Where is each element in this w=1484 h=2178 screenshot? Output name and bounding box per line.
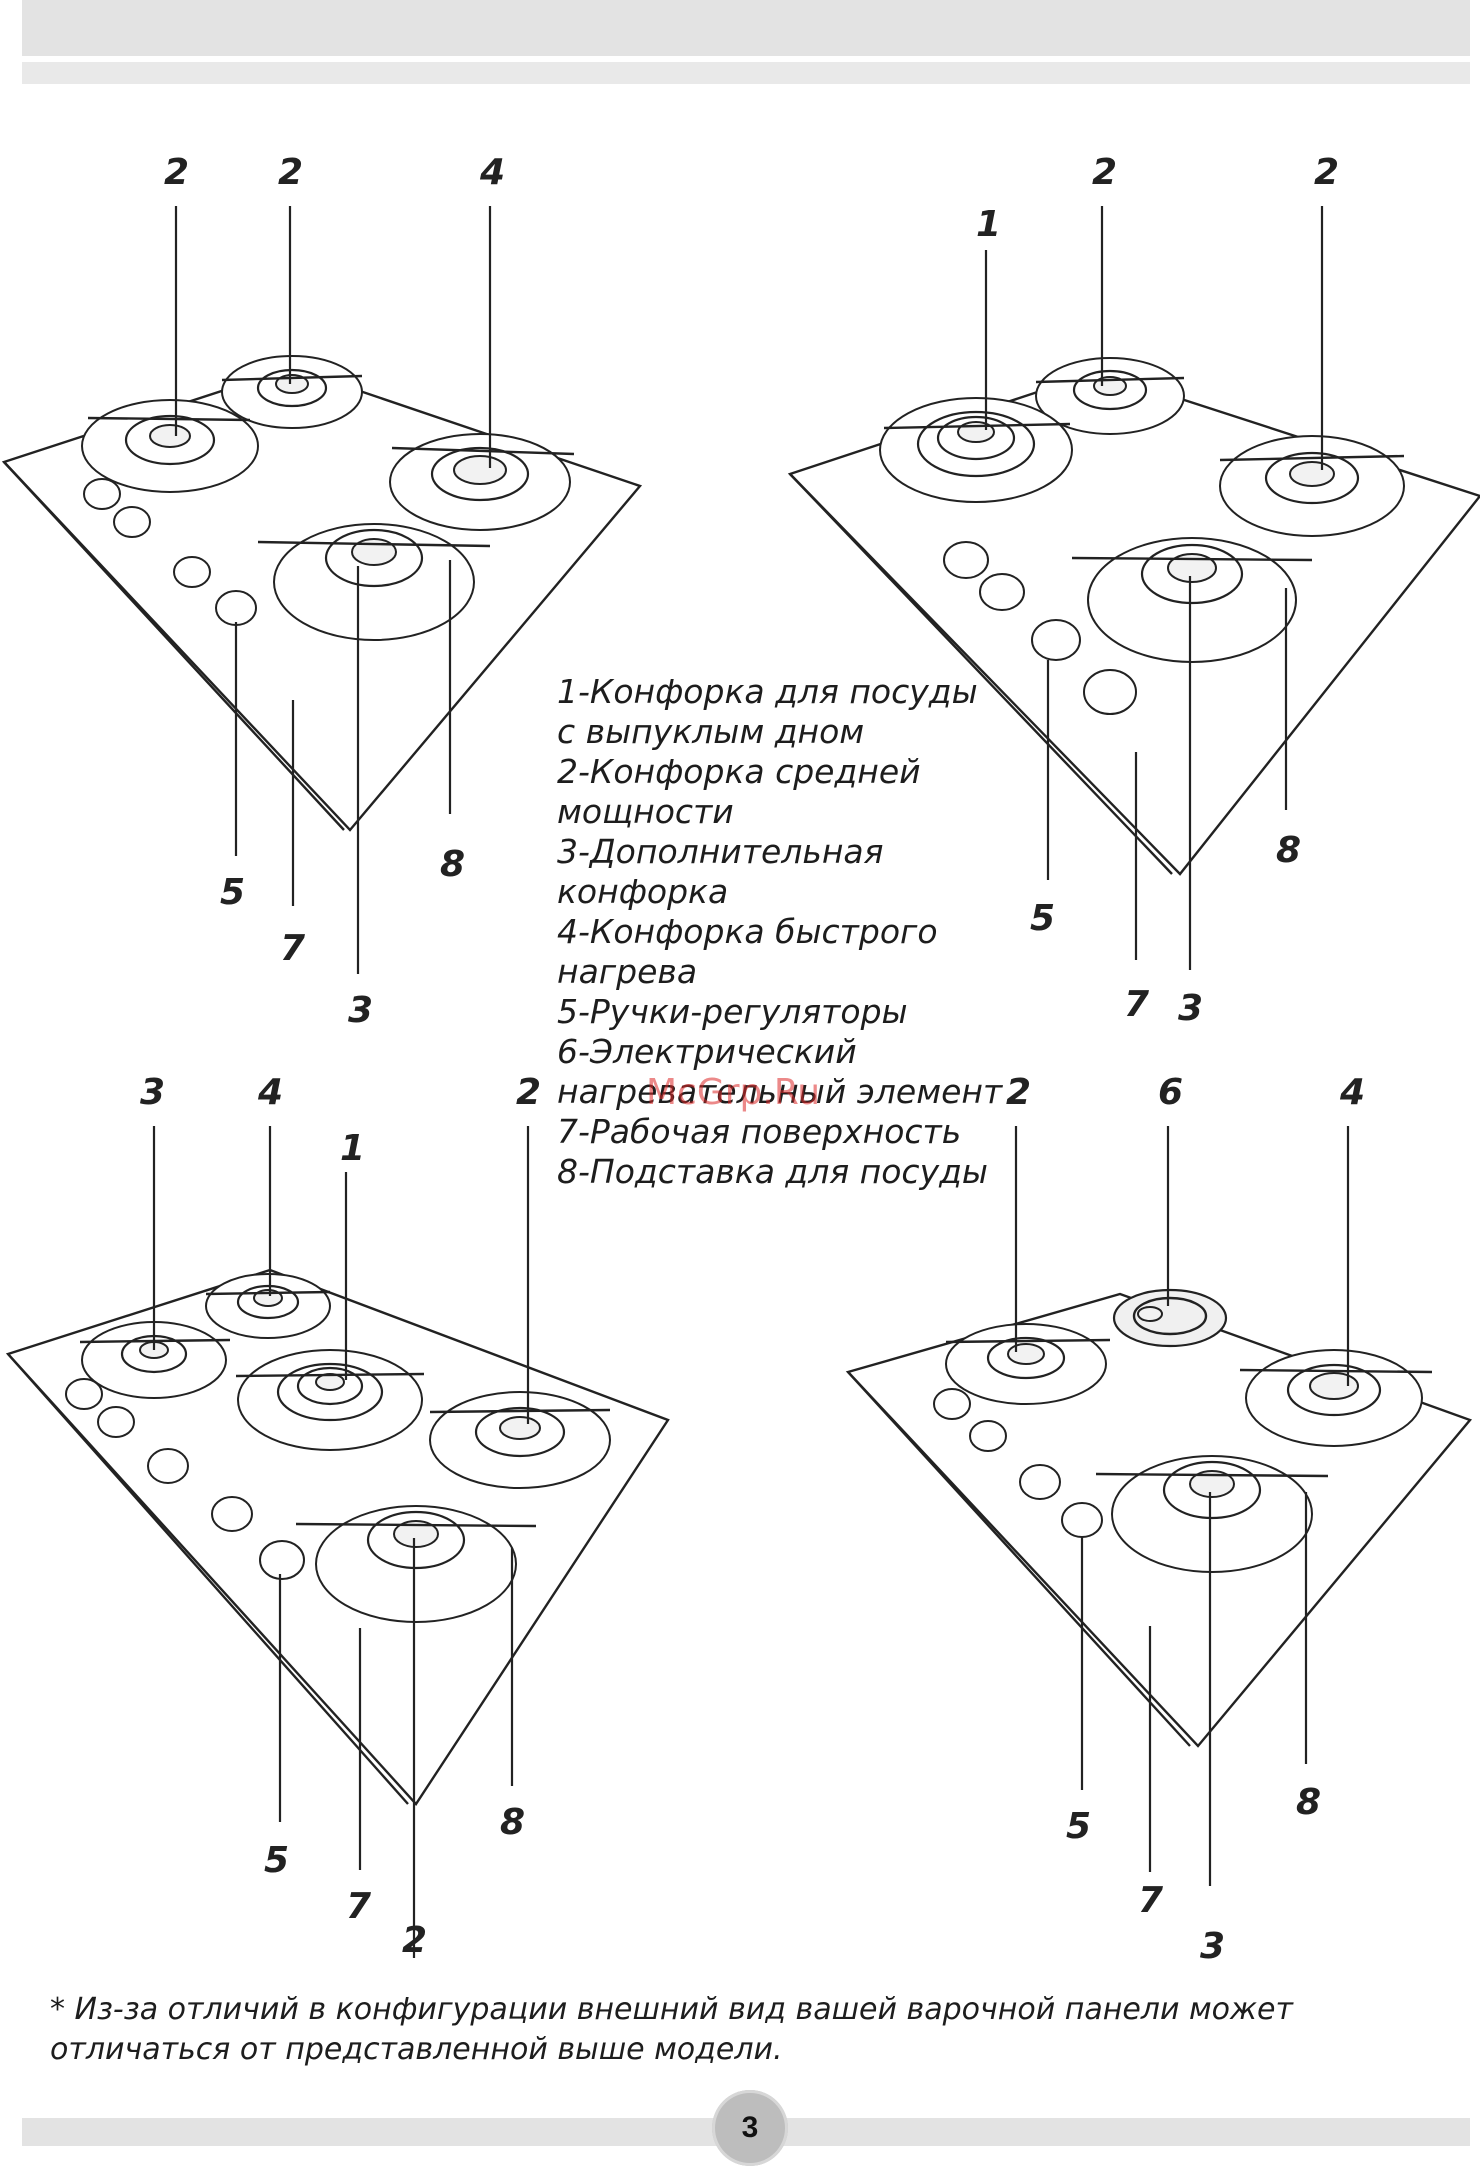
label: 5 [220, 872, 245, 913]
electric-element-6 [1112, 1288, 1228, 1348]
legend-line: 8-Подставка для посуды [557, 1152, 988, 1191]
burner-2-right [429, 1391, 611, 1489]
label: 2 [164, 152, 189, 193]
page-number: 3 [712, 2090, 788, 2166]
label: 8 [500, 1802, 525, 1843]
legend-line: нагревательный элемент [557, 1072, 1003, 1111]
legend-line: 2-Конфорка средней [557, 752, 921, 791]
burner-2-back [1035, 357, 1185, 435]
hob-surface [1, 366, 643, 832]
label: 4 [479, 152, 505, 193]
knobs [83, 478, 257, 626]
burner-1 [235, 1349, 425, 1451]
burner-2-left [945, 1323, 1111, 1405]
burner-4 [1239, 1349, 1433, 1447]
diagram-top-left: 2 2 4 5 7 8 3 [0, 140, 660, 1040]
burner-3 [1071, 537, 1313, 663]
label: 2 [402, 1920, 427, 1961]
legend-line: 1-Конфорка для посуды [557, 672, 978, 711]
label: 2 [278, 152, 303, 193]
label: 1 [976, 204, 1001, 245]
burner-3 [1095, 1455, 1329, 1573]
footnote-line-2: отличаться от представленной выше модели… [50, 2032, 783, 2067]
burner-3 [257, 523, 491, 641]
label: 3 [1178, 988, 1203, 1029]
legend-line: 5-Ручки-регуляторы [557, 992, 908, 1031]
legend-line: 4-Конфорка быстрого [557, 912, 938, 951]
header-bar-stripe [22, 62, 1470, 84]
label: 4 [257, 1072, 283, 1113]
burner-2-front [295, 1505, 537, 1623]
label: 2 [1314, 152, 1339, 193]
label: 7 [1124, 984, 1149, 1025]
diagram-bottom-right: 2 6 4 5 8 7 3 [820, 1060, 1480, 1960]
legend-line: 6-Электрический [557, 1032, 857, 1071]
diagram-bottom-left-extra: 2 [402, 1920, 427, 1961]
legend-line: нагрева [557, 952, 698, 991]
legend-line: мощности [557, 792, 734, 831]
burner-4 [389, 433, 575, 531]
legend-line: конфорка [557, 872, 729, 911]
burner-1 [879, 397, 1073, 503]
burner-2-right [1219, 435, 1405, 537]
header-bar [22, 0, 1470, 56]
legend-line: с выпуклым дном [557, 712, 865, 751]
knobs [65, 1378, 305, 1580]
label: 7 [280, 928, 305, 969]
label: 8 [1296, 1782, 1321, 1823]
label: 2 [1092, 152, 1117, 193]
label: 7 [1138, 1880, 1163, 1921]
label: 7 [346, 1886, 371, 1927]
footnote: * Из-за отличий в конфигурации внешний в… [50, 1990, 1450, 2070]
diagram-bottom-left: 3 4 1 2 5 7 8 [0, 1060, 700, 1960]
label: 5 [1066, 1806, 1091, 1847]
footnote-line-1: * Из-за отличий в конфигурации внешний в… [50, 1992, 1293, 2027]
label: 2 [1006, 1072, 1031, 1113]
label: 2 [516, 1072, 541, 1113]
label: 3 [140, 1072, 165, 1113]
label: 8 [1276, 830, 1301, 871]
burner-2-left [81, 399, 259, 493]
legend-line: 3-Дополнительная [557, 832, 884, 871]
label: 3 [348, 990, 373, 1031]
label: 8 [440, 844, 465, 885]
label: 3 [1200, 1926, 1225, 1960]
burner-4 [205, 1273, 331, 1339]
label: 1 [340, 1128, 365, 1169]
legend-line: 7-Рабочая поверхность [557, 1112, 962, 1151]
burner-2-back [221, 355, 363, 429]
parts-legend: 1-Конфорка для посуды с выпуклым дном 2-… [557, 672, 1017, 1192]
label: 6 [1158, 1072, 1183, 1113]
label: 5 [1030, 898, 1055, 939]
knobs [943, 541, 1137, 715]
label: 4 [1339, 1072, 1365, 1113]
knobs [933, 1388, 1103, 1538]
label: 5 [264, 1840, 289, 1881]
diagram-top-right: 2 1 2 2 5 8 7 3 [780, 140, 1480, 1040]
